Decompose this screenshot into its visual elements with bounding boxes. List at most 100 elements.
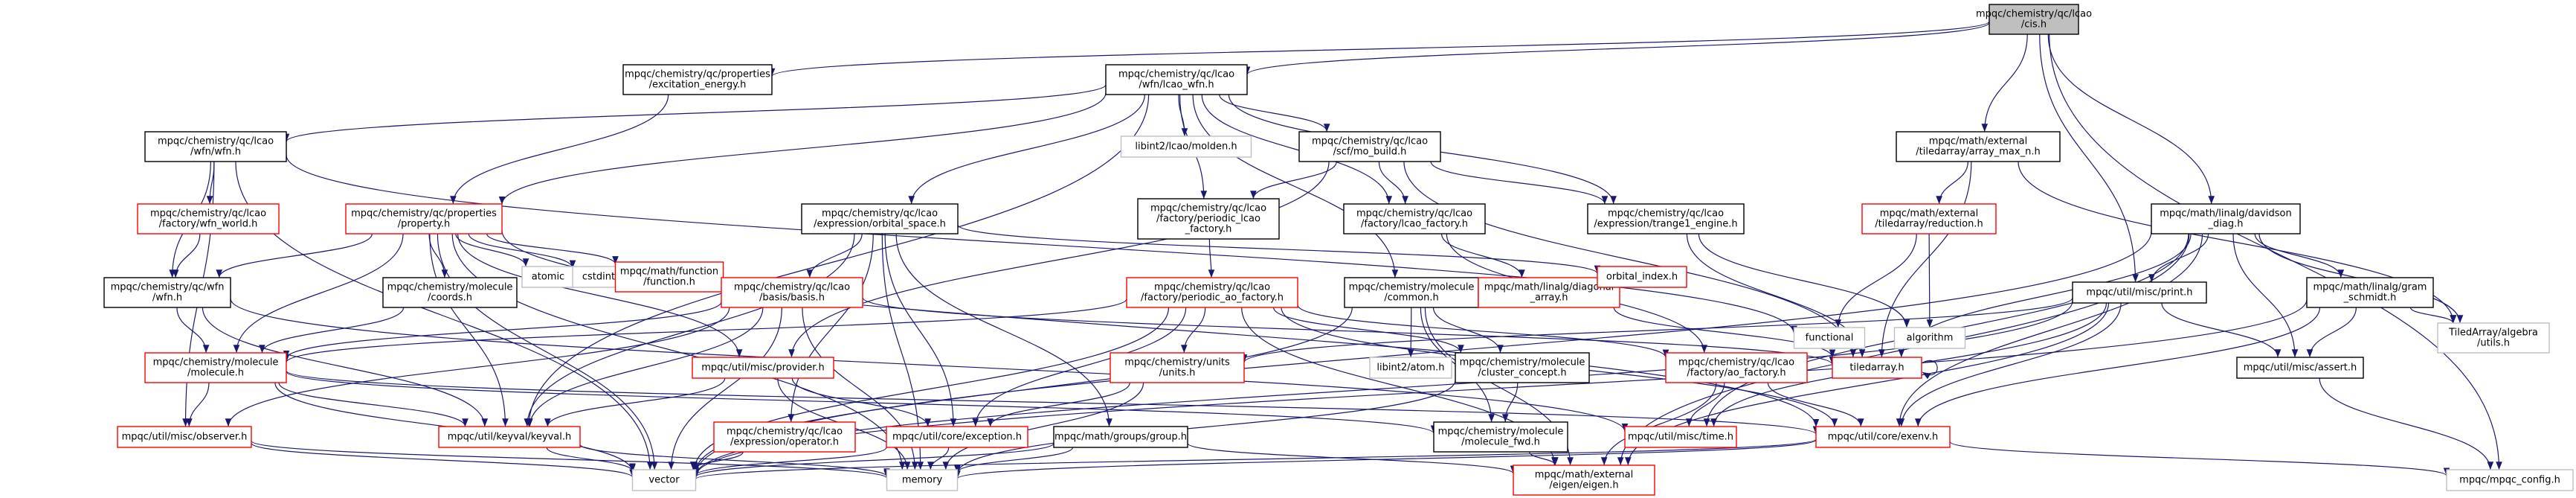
edge-gram-to-tautils — [2409, 307, 2456, 324]
node-observer[interactable]: mpqc/util/misc/observer.h — [117, 426, 252, 448]
node-assert[interactable]: mpqc/util/misc/assert.h — [2236, 357, 2364, 379]
node-property[interactable]: mpqc/chemistry/qc/properties/property.h — [345, 203, 503, 234]
edge-paofactory-to-units — [1181, 307, 1206, 354]
node-print[interactable]: mpqc/util/misc/print.h — [2072, 281, 2207, 304]
node-box — [1989, 4, 2079, 35]
node-orbspace[interactable]: mpqc/chemistry/qc/lcao/expression/orbita… — [801, 203, 959, 234]
edge-lcaowfn-to-mobuild — [1219, 94, 1330, 133]
edge-observer-to-vector — [251, 442, 636, 478]
node-box — [631, 469, 697, 491]
node-label-line: /wfn/lcao_wfn.h — [1139, 80, 1214, 91]
node-box — [886, 426, 1028, 448]
node-provider[interactable]: mpqc/util/misc/provider.h — [692, 357, 834, 379]
node-eigen[interactable]: mpqc/math/external/eigen/eigen.h — [1513, 465, 1655, 496]
node-tautils[interactable]: TiledArray/algebra/utils.h — [2437, 322, 2550, 354]
edge-cis-to-lcaowfn — [1243, 22, 1990, 75]
node-label-line: /utils.h — [2477, 338, 2510, 349]
node-mobuild[interactable]: mpqc/chemistry/qc/lcao/scf/mo_build.h — [1298, 131, 1441, 162]
node-vector[interactable]: vector — [631, 469, 697, 491]
edge-cis-to-mpqcconfig — [2049, 33, 2502, 470]
node-reduction[interactable]: mpqc/math/external/tiledarray/reduction.… — [1861, 203, 1997, 234]
edge-qcwfn-to-keyval — [202, 307, 489, 427]
node-orbindex[interactable]: orbital_index.h — [1597, 266, 1687, 288]
edge-tiledarray-to-tiledarray — [1921, 360, 1938, 380]
node-diagarray[interactable]: mpqc/math/linalg/diagonal_array.h — [1478, 277, 1620, 308]
node-qcwfn[interactable]: mpqc/chemistry/qc/wfn/wfn.h — [103, 277, 231, 308]
node-cluster[interactable]: mpqc/chemistry/molecule/cluster_concept.… — [1455, 352, 1590, 383]
node-box — [1861, 203, 1997, 234]
node-gram[interactable]: mpqc/math/linalg/gram_schmidt.h — [2306, 277, 2434, 308]
node-tiledarray[interactable]: tiledarray.h — [1832, 357, 1922, 379]
edge-property-to-molecule — [233, 233, 404, 354]
node-operator[interactable]: mpqc/chemistry/qc/lcao/expression/operat… — [713, 421, 856, 453]
node-box — [622, 64, 773, 95]
node-exenv[interactable]: mpqc/util/core/exenv.h — [1815, 426, 1951, 448]
node-box — [2306, 277, 2434, 308]
node-atomic[interactable]: atomic — [521, 266, 575, 288]
node-box — [521, 266, 575, 288]
node-basis[interactable]: mpqc/chemistry/qc/lcao/basis/basis.h — [721, 277, 863, 308]
node-function[interactable]: mpqc/math/function/function.h — [614, 261, 724, 293]
node-mpqcconfig[interactable]: mpqc/mpqc_config.h — [2446, 469, 2574, 491]
node-atomh[interactable]: libint2/atom.h — [1369, 357, 1452, 379]
node-aofactory[interactable]: mpqc/chemistry/qc/lcao/factory/ao_factor… — [1665, 352, 1808, 383]
edge-provider-to-keyval — [544, 377, 726, 427]
node-label-line: /tiledarray/array_max_n.h — [1916, 147, 2040, 158]
node-label-line: /cluster_concept.h — [1478, 368, 1566, 379]
edge-units-to-exception — [987, 382, 1130, 427]
edge-orbspace-to-orbindex — [957, 224, 1601, 274]
edge-reduction-to-functional — [1835, 233, 1917, 328]
node-label-line: /factory/lcao_factory.h — [1361, 219, 1468, 230]
node-label-line: mpqc/chemistry/qc/properties — [625, 69, 770, 80]
node-davidson[interactable]: mpqc/math/linalg/davidson_diag.h — [2151, 203, 2301, 234]
node-box — [2151, 203, 2301, 234]
edge-print-to-assert — [2161, 302, 2282, 358]
node-common[interactable]: mpqc/chemistry/molecule/common.h — [1344, 277, 1479, 308]
node-group[interactable]: mpqc/math/groups/group.h — [1053, 426, 1188, 448]
node-box — [1832, 357, 1922, 379]
node-cis[interactable]: mpqc/chemistry/qc/lcao/cis.h — [1976, 4, 2092, 35]
node-units[interactable]: mpqc/chemistry/units/units.h — [1110, 352, 1245, 383]
node-label-line: mpqc/chemistry/molecule — [1349, 282, 1475, 293]
node-time[interactable]: mpqc/util/misc/time.h — [1624, 426, 1737, 448]
edges-layer — [169, 21, 2502, 480]
node-molden[interactable]: libint2/lcao/molden.h — [1120, 135, 1252, 158]
node-label-line: /units.h — [1159, 368, 1196, 379]
node-arraymax[interactable]: mpqc/math/external/tiledarray/array_max_… — [1896, 131, 2061, 162]
node-lcaowfnh[interactable]: mpqc/chemistry/qc/lcao/wfn/wfn.h — [144, 131, 287, 162]
node-box — [1455, 352, 1590, 383]
node-label-line: orbital_index.h — [1606, 272, 1678, 283]
node-box — [1298, 131, 1441, 162]
node-label-line: mpqc/mpqc_config.h — [2459, 475, 2560, 486]
node-exception[interactable]: mpqc/util/core/exception.h — [886, 426, 1028, 448]
node-label-line: mpqc/util/misc/provider.h — [701, 363, 825, 374]
node-label-line: _factory.h — [1185, 224, 1232, 235]
node-lcaowfn[interactable]: mpqc/chemistry/qc/lcao/wfn/lcao_wfn.h — [1105, 64, 1248, 95]
node-functional[interactable]: functional — [1793, 327, 1866, 349]
node-paofactory[interactable]: mpqc/chemistry/qc/lcao/factory/periodic_… — [1126, 277, 1298, 308]
node-label-line: _array.h — [1529, 293, 1568, 304]
node-molfwd[interactable]: mpqc/chemistry/molecule/molecule_fwd.h — [1433, 421, 1568, 453]
edge-lcaowfn-to-common — [1192, 94, 1399, 278]
edge-observer-to-memory — [251, 440, 890, 479]
node-label-line: /expression/operator.h — [730, 437, 839, 448]
node-coords[interactable]: mpqc/chemistry/molecule/coords.h — [382, 277, 518, 308]
node-lcaofactory[interactable]: mpqc/chemistry/qc/lcao/factory/lcao_fact… — [1343, 203, 1486, 234]
node-molecule[interactable]: mpqc/chemistry/molecule/molecule.h — [144, 352, 287, 383]
node-wfnworld[interactable]: mpqc/chemistry/qc/lcao/factory/wfn_world… — [137, 203, 280, 234]
node-pfactory[interactable]: mpqc/chemistry/qc/lcao/factory/periodic_… — [1137, 198, 1280, 240]
edge-mobuild-to-tiledarray — [1403, 161, 1857, 358]
node-algorithm[interactable]: algorithm — [1893, 327, 1966, 349]
node-label-line: mpqc/chemistry/qc/lcao — [158, 136, 274, 147]
node-label-line: mpqc/chemistry/qc/lcao — [1154, 282, 1270, 293]
node-label-line: /expression/orbital_space.h — [814, 219, 946, 230]
edge-basis-to-tiledarray — [862, 297, 1836, 365]
node-exc[interactable]: mpqc/chemistry/qc/properties/excitation_… — [622, 64, 773, 95]
node-memory[interactable]: memory — [886, 469, 959, 491]
node-trange1[interactable]: mpqc/chemistry/qc/lcao/expression/trange… — [1587, 203, 1745, 234]
edge-aofactory-to-exenv — [1767, 382, 1864, 427]
node-box — [2437, 322, 2550, 354]
node-keyval[interactable]: mpqc/util/keyval/keyval.h — [438, 426, 581, 448]
node-label-line: /eigen/eigen.h — [1549, 480, 1618, 491]
edge-property-to-provider — [457, 233, 743, 358]
